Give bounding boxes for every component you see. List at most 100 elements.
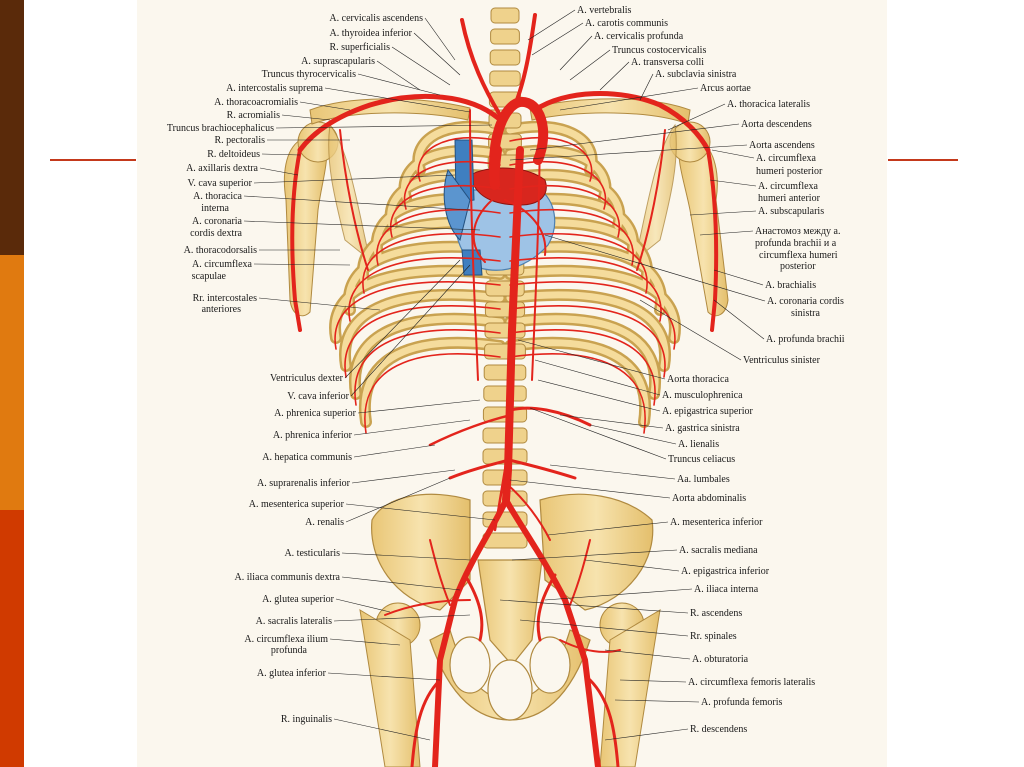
label-aorta-thoracica: Aorta thoracica <box>667 374 729 385</box>
label-sacralis-mediana: A. sacralis mediana <box>679 545 758 556</box>
thoracica-interna-right <box>469 109 479 381</box>
mesenterica-superior <box>493 438 512 532</box>
label-anastomosis-2: profunda brachii и а <box>755 238 837 249</box>
label-renalis: A. renalis <box>305 517 344 528</box>
label-musculophrenica: A. musculophrenica <box>662 390 743 401</box>
intercostal-artery-left-2 <box>509 160 607 210</box>
leader-right-22 <box>559 414 664 429</box>
renalis-right <box>448 458 511 480</box>
epigastrica-inferior-right <box>429 539 451 606</box>
intercostal-arteries <box>334 136 676 434</box>
leader-right-16 <box>544 234 766 302</box>
leader-left-9 <box>275 124 493 129</box>
leader-right-28 <box>511 549 678 561</box>
slide-strip-middle <box>0 255 24 510</box>
leader-right-5 <box>599 61 630 91</box>
leader-left-7 <box>299 101 351 111</box>
leader-left-21 <box>357 399 481 414</box>
subclavia-sinistra <box>532 91 711 153</box>
carotis-dextra <box>460 18 502 117</box>
arterial-tree <box>290 13 719 767</box>
label-r-superficialis: R. superficialis <box>329 42 390 53</box>
obturator-foramen-right <box>449 636 491 694</box>
label-truncus-thyrocervicalis: Truncus thyrocervicalis <box>262 69 356 80</box>
leader-left-3 <box>391 46 451 86</box>
label-transversa-colli: A. transversa colli <box>631 57 704 68</box>
leader-right-23 <box>589 424 677 445</box>
leader-left-27 <box>341 552 471 561</box>
label-coronaria-sinistra-2: sinistra <box>791 308 820 319</box>
label-suprascapularis: A. suprascapularis <box>301 56 375 67</box>
label-glutea-inferior: A. glutea inferior <box>257 668 327 679</box>
profunda-femoris-right <box>410 678 442 767</box>
leader-left-24 <box>351 469 456 484</box>
label-mesenterica-inferior: A. mesenterica inferior <box>670 517 763 528</box>
leader-left-14 <box>243 195 471 211</box>
vertebra-15 <box>484 301 526 318</box>
label-vertebralis: A. vertebralis <box>577 5 632 16</box>
hepatica-communis <box>428 413 513 447</box>
leader-right-12 <box>709 179 757 187</box>
vertebra-16 <box>484 322 526 339</box>
leader-right-15 <box>713 269 764 286</box>
thoracica-lateralis-right <box>339 129 369 271</box>
label-aorta-ascendens: Aorta ascendens <box>749 140 815 151</box>
femur-left <box>599 609 661 767</box>
intercostal-artery-left-7 <box>509 281 676 350</box>
leader-left-5 <box>357 73 441 96</box>
leader-right-36 <box>604 728 689 741</box>
leader-left-28 <box>341 576 461 591</box>
slide-strip-bottom <box>0 510 24 767</box>
leader-right-7 <box>559 87 699 111</box>
leader-right-29 <box>584 559 680 572</box>
label-anastomosis-3: circumflexa humeri <box>759 250 838 261</box>
ilium-left <box>539 493 654 611</box>
label-circumflexa-humeri-posterior-1: A. circumflexa <box>756 153 817 164</box>
brachialis-right <box>290 148 302 332</box>
slide-accent-line-left <box>50 159 136 161</box>
label-thoracica-interna-2: interna <box>201 203 229 214</box>
label-gastrica-sinistra: A. gastrica sinistra <box>665 423 740 434</box>
mesenterica-inferior <box>507 484 551 541</box>
intercostal-artery-right-3 <box>389 185 501 238</box>
slide-accent-line-right <box>888 159 958 161</box>
intercostal-artery-right-8 <box>344 305 501 378</box>
label-carotis-communis: A. carotis communis <box>585 18 668 29</box>
leader-right-6 <box>639 73 654 101</box>
leader-right-13 <box>689 210 757 216</box>
label-circumflexa-humeri-posterior-2: humeri posterior <box>756 166 823 177</box>
leader-left-1 <box>424 17 456 61</box>
leader-left-33 <box>333 718 431 741</box>
label-brachialis: A. brachialis <box>765 280 816 291</box>
label-r-descendens: R. descendens <box>690 724 747 735</box>
carotis-sinistra <box>513 13 537 107</box>
label-rr-spinales: Rr. spinales <box>690 631 737 642</box>
pelvis <box>371 493 654 721</box>
label-iliaca-communis-dextra: A. iliaca communis dextra <box>234 572 340 583</box>
labels-right: A. vertebralis A. carotis communis A. ce… <box>577 5 845 735</box>
intercostal-artery-left-1 <box>509 136 593 182</box>
leader-right-21 <box>537 379 661 412</box>
rib-right-hl-9 <box>351 315 504 398</box>
label-r-pectoralis: R. pectoralis <box>214 135 265 146</box>
label-subclavia-sinistra: A. subclavia sinistra <box>655 69 737 80</box>
label-circumflexa-humeri-anterior-1: A. circumflexa <box>758 181 819 192</box>
label-coronaria-dextra-2: cordis dextra <box>190 228 242 239</box>
rib-left-hl-10 <box>506 339 649 426</box>
leader-right-25 <box>549 464 676 480</box>
leader-right-31 <box>499 599 689 614</box>
leader-right-19 <box>517 339 666 380</box>
leader-left-12 <box>259 167 299 176</box>
intercostal-artery-right-1 <box>417 136 501 182</box>
leader-right-14 <box>699 230 754 236</box>
leader-left-8 <box>281 114 331 121</box>
truncus-celiacus <box>509 406 592 427</box>
subclavia-dextra <box>297 94 501 153</box>
label-lienalis: A. lienalis <box>678 439 719 450</box>
label-r-deltoideus: R. deltoideus <box>207 149 260 160</box>
leader-right-3 <box>559 35 593 71</box>
label-circumflexa-scapulae-2: scapulae <box>192 271 227 282</box>
leader-right-18 <box>639 299 742 361</box>
intercostal-artery-left-10 <box>509 353 646 434</box>
